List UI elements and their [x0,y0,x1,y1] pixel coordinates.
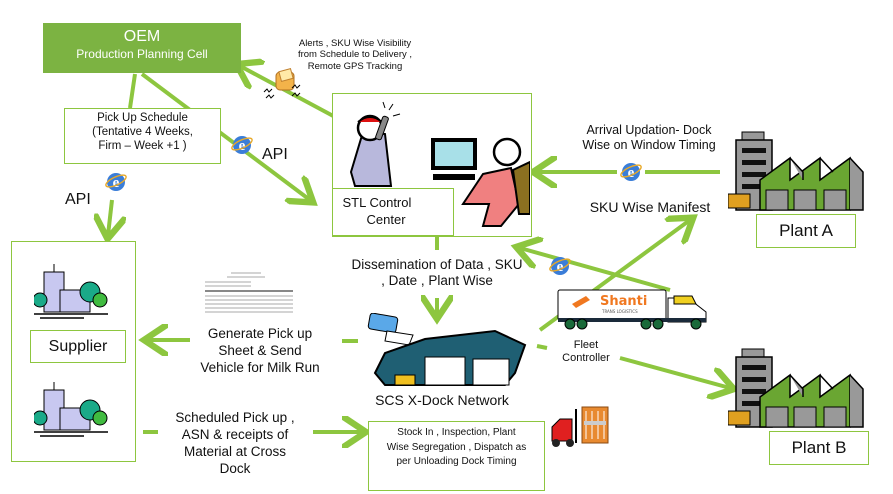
plant-b-label: Plant B [791,438,847,457]
plant-b-factory-icon [728,348,864,428]
stock-in-line: Stock In , Inspection, Plant [397,427,516,438]
oem-title: OEM [123,28,161,45]
plant-a-box[interactable]: Plant A [756,214,856,248]
svg-text:e: e [628,165,635,181]
ie-browser-icon: e [549,257,571,275]
generate-pickup-line: Generate Pick up [207,326,313,341]
stl-control-center[interactable]: STL Control Center [331,93,532,237]
scheduled-pickup-line: Material at Cross [183,443,287,459]
svg-text:e: e [557,259,564,275]
supplier-label: Supplier [48,338,108,355]
arrow-api-to-supplier [108,199,112,235]
scheduled-pickup-line: Scheduled Pick up , [175,410,295,425]
alerts-note: Alerts , SKU Wise Visibility from Schedu… [280,38,430,72]
truck-brand-name: Shanti [600,294,647,309]
stock-in-box[interactable]: Stock In , Inspection, Plant Wise Segreg… [368,421,545,491]
control-center-label-line1: STL Control [342,195,412,210]
stock-in-line: per Unloading Dock Timing [396,456,517,467]
fleet-controller-label: Fleet Controller [556,339,616,365]
xdock-label: SCS X-Dock Network [375,392,509,408]
scheduled-pickup-note: Scheduled Pick up , ASN & receipts of Ma… [160,410,310,478]
svg-text:e: e [239,138,246,154]
connector-oem-schedule [128,73,137,109]
truck-brand-tagline: TRANS LOGISTICS [601,309,638,314]
supplier-label-box: Supplier [30,330,126,363]
supplier-group[interactable]: Supplier [11,241,136,462]
arrival-note: Arrival Updation- Dock Wise on Window Ti… [563,123,735,153]
ie-browser-icon: e [620,163,642,181]
oem-subtitle: Production Planning Cell [76,47,208,61]
generate-pickup-line: Vehicle for Milk Run [200,359,320,375]
api-label-center: API [262,146,288,163]
api-label-left: API [65,191,91,208]
delivery-truck-icon: Shanti TRANS LOGISTICS [557,289,707,330]
arrow-fleet-to-plantb [619,356,730,388]
connector-xdock-truck [536,344,548,350]
control-center-label-line2: Center [366,212,406,227]
scheduled-pickup-line: Dock [219,460,251,476]
arrival-note-line: Wise on Window Timing [582,138,716,152]
svg-text:e: e [113,175,120,191]
dissemination-note: Dissemination of Data , SKU , Date , Pla… [332,257,542,289]
pickup-sheet-document-icon [201,270,297,314]
oem-production-planning-cell[interactable]: OEM Production Planning Cell [43,23,241,73]
control-center-illustration-icon [349,101,530,227]
stock-in-line: Wise Segregation , Dispatch as [386,441,527,453]
xdock-warehouse-icon [367,313,527,386]
plant-b-box[interactable]: Plant B [769,431,869,465]
fleet-line: Controller [562,352,610,365]
alerts-line: Alerts , SKU Wise Visibility [298,38,412,49]
pickup-schedule-line: Firm – Week +1 ) [98,139,187,152]
fleet-line: Fleet [573,339,599,351]
scheduled-pickup-line: ASN & receipts of [181,426,289,442]
arrow-control-to-oem [240,66,351,127]
generate-pickup-line: Sheet & Send [218,342,302,358]
dissemination-line: Dissemination of Data , SKU [351,257,523,272]
pickup-schedule-box[interactable]: Pick Up Schedule (Tentative 4 Weeks, Fir… [64,108,221,164]
phone-alert-icon [263,68,301,99]
dissemination-line: , Date , Plant Wise [381,273,493,289]
plant-a-label: Plant A [779,221,833,240]
forklift-icon [551,406,609,447]
ie-browser-icon: e [105,173,127,191]
stock-in-text: Stock In , Inspection, Plant Wise Segreg… [369,426,544,470]
pickup-schedule-line: (Tentative 4 Weeks, [92,125,193,138]
generate-pickup-note: Generate Pick up Sheet & Send Vehicle fo… [180,326,340,377]
arrow-oem-to-control [140,72,310,200]
ie-browser-icon: e [231,136,253,154]
supplier-building-icon [34,264,108,319]
sku-manifest-label: SKU Wise Manifest [589,199,711,215]
alerts-line: from Schedule to Delivery , [297,49,413,61]
arrow-truck-to-control [520,248,671,292]
pickup-schedule-line: Pick Up Schedule [97,112,188,124]
alerts-line: Remote GPS Tracking [307,60,403,72]
control-center-label-box: STL Control Center [331,188,454,236]
supplier-building-icon [34,382,108,437]
arrival-note-line: Arrival Updation- Dock [586,123,712,137]
plant-a-factory-icon [728,131,864,211]
